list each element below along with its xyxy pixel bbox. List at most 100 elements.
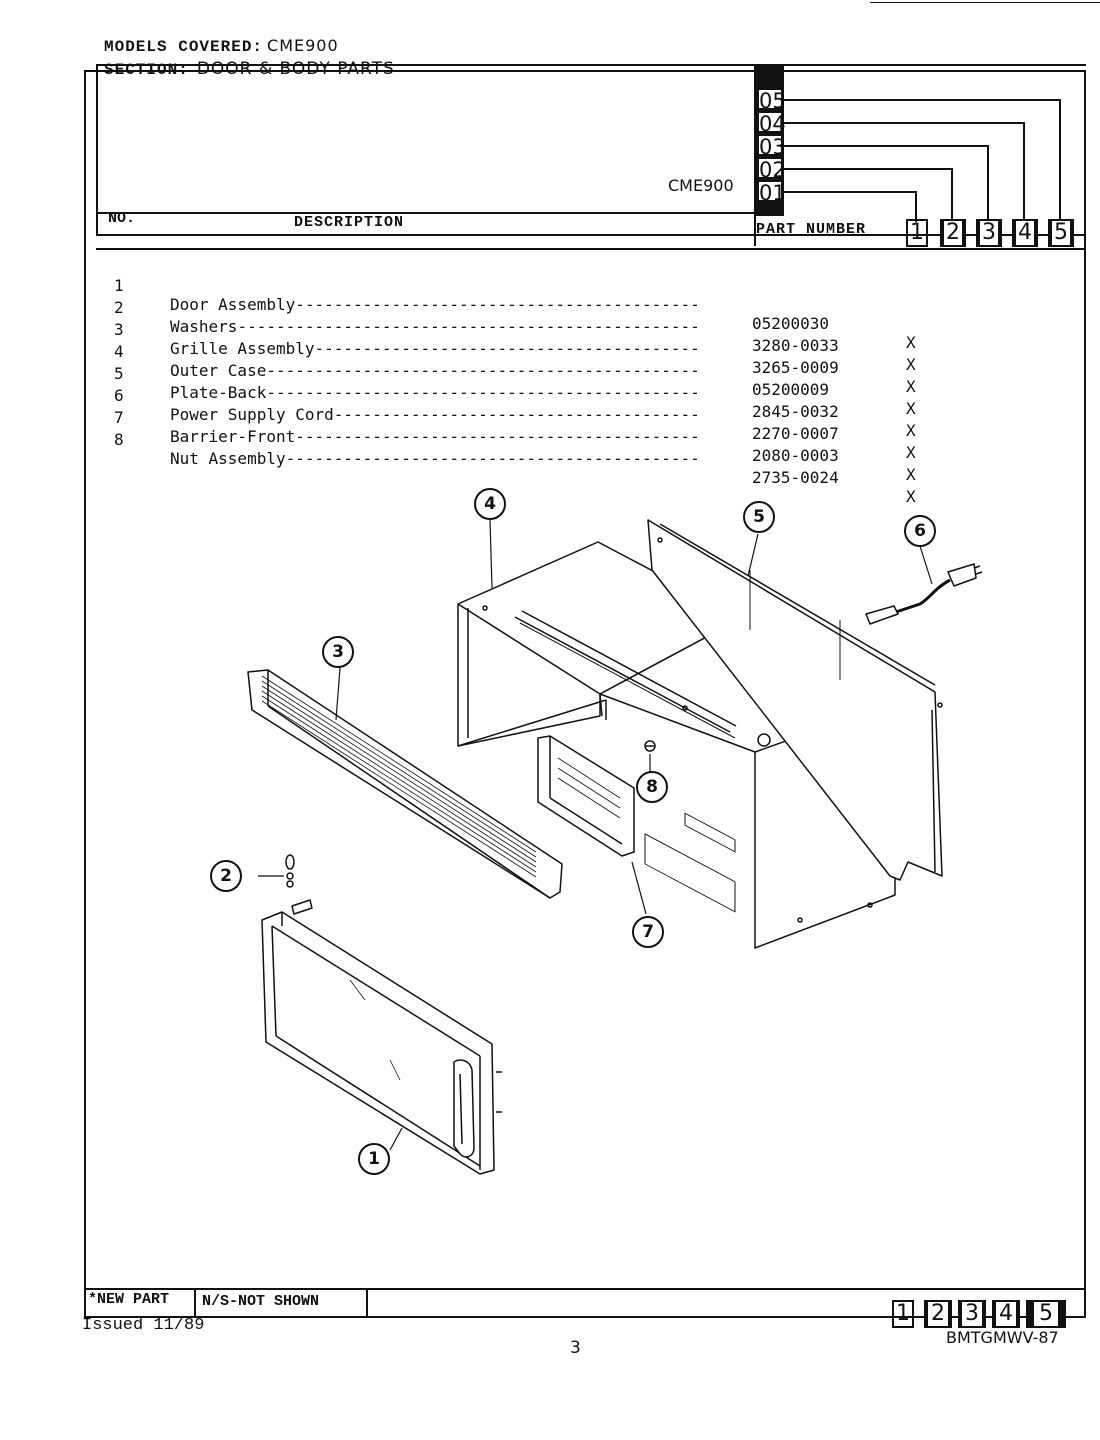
table-row: 1 Door Assembly-------------------------… xyxy=(114,257,916,352)
row-mark: X xyxy=(906,465,916,484)
code-01: 01 xyxy=(757,180,786,205)
row-part-number: 05200030 xyxy=(752,314,830,333)
table-row: 6 Power Supply Cord---------------------… xyxy=(114,367,916,462)
table-row: 3 Grille Assembly-----------------------… xyxy=(114,301,916,396)
footer-column-2: 2 xyxy=(924,1300,952,1328)
row-description-text: Power Supply Cord xyxy=(170,405,334,424)
code-04: 04 xyxy=(757,111,786,136)
row-leader: ----------------------------------------… xyxy=(237,317,700,336)
power-cord-drawing xyxy=(865,563,983,625)
row-description: Plate-Back------------------------------… xyxy=(170,383,700,402)
row-mark: X xyxy=(906,443,916,462)
callout-2: 2 xyxy=(210,860,242,892)
row-description: Outer Case------------------------------… xyxy=(170,361,700,380)
footer-divider-1 xyxy=(194,1288,196,1318)
connector-02 xyxy=(784,168,953,222)
footer-column-5: 5 xyxy=(1026,1300,1066,1328)
row-mark: X xyxy=(906,355,916,374)
code-02: 02 xyxy=(757,157,786,182)
row-mark: X xyxy=(906,399,916,418)
column-4: 4 xyxy=(1012,219,1038,247)
connector-05 xyxy=(784,99,1061,222)
new-part-legend: *NEW PART xyxy=(88,1291,170,1308)
row-leader: ---------------------------------------- xyxy=(314,339,700,358)
row-leader: -------------------------------------- xyxy=(333,405,700,424)
callout-7: 7 xyxy=(632,916,664,948)
models-covered: MODELS COVERED:CME900 xyxy=(104,36,339,56)
models-value: CME900 xyxy=(267,36,339,55)
footer-column-3: 3 xyxy=(958,1300,986,1328)
row-number: 5 xyxy=(114,364,124,383)
row-description-text: Nut Assembly xyxy=(170,449,286,468)
code-05: 05 xyxy=(757,88,786,113)
washers-drawing xyxy=(285,854,295,888)
exploded-parts-diagram xyxy=(247,519,983,1175)
column-2: 2 xyxy=(940,219,966,247)
callout-4: 4 xyxy=(474,488,506,520)
callout-6: 6 xyxy=(904,515,936,547)
row-description-text: Outer Case xyxy=(170,361,267,380)
document-code: BMTGMWV-87 xyxy=(946,1328,1059,1347)
row-leader: ----------------------------------------… xyxy=(295,427,700,446)
column-5: 5 xyxy=(1048,219,1074,247)
header-divider-line xyxy=(96,212,756,214)
code-03: 03 xyxy=(757,134,786,159)
table-header-bottom-line xyxy=(96,248,1086,250)
footer-column-4: 4 xyxy=(992,1300,1020,1328)
column-5-label: 5 xyxy=(1052,220,1070,245)
column-3-label: 3 xyxy=(980,220,998,245)
row-description-text: Washers xyxy=(170,317,238,336)
row-description: Door Assembly---------------------------… xyxy=(170,295,700,314)
row-description-text: Grille Assembly xyxy=(170,339,315,358)
table-header-line xyxy=(96,234,1086,236)
row-description-text: Door Assembly xyxy=(170,295,296,314)
door-drawing xyxy=(261,899,502,1175)
connector-04 xyxy=(784,122,1025,222)
table-row: 4 Outer Case----------------------------… xyxy=(114,323,916,418)
row-part-number: 3280-0033 xyxy=(752,336,839,355)
section-value: DOOR & BODY PARTS xyxy=(196,59,395,79)
footer-column-4-label: 4 xyxy=(996,1302,1016,1326)
footer-divider-2 xyxy=(366,1288,368,1318)
row-part-number: 05200009 xyxy=(752,380,830,399)
row-part-number: 2845-0032 xyxy=(752,402,839,421)
table-row: 8 Nut Assembly--------------------------… xyxy=(114,411,916,506)
row-mark: X xyxy=(906,487,916,506)
row-leader: ----------------------------------------… xyxy=(266,383,700,402)
footer-top-line xyxy=(84,1288,1086,1290)
row-description: Nut Assembly----------------------------… xyxy=(170,449,700,468)
row-number: 2 xyxy=(114,298,124,317)
code-connector-lines xyxy=(784,99,1061,222)
connector-03 xyxy=(784,145,989,222)
barrier-front-drawing xyxy=(537,735,635,857)
row-description: Barrier-Front---------------------------… xyxy=(170,427,700,446)
row-leader: ----------------------------------------… xyxy=(295,295,700,314)
connector-01 xyxy=(784,191,917,222)
models-label: MODELS COVERED: xyxy=(104,38,264,56)
row-mark: X xyxy=(906,377,916,396)
row-description: Grille Assembly-------------------------… xyxy=(170,339,700,358)
row-part-number: 3265-0009 xyxy=(752,358,839,377)
callout-8: 8 xyxy=(636,771,668,803)
grille-drawing xyxy=(247,669,563,899)
row-leader: ----------------------------------------… xyxy=(285,449,700,468)
model-code: CME900 xyxy=(668,176,734,195)
not-shown-legend: N/S-NOT SHOWN xyxy=(202,1293,320,1310)
col-description-header: DESCRIPTION xyxy=(294,214,405,231)
footer-column-2-label: 2 xyxy=(928,1302,948,1326)
issued-date: Issued 11/89 xyxy=(82,1316,205,1335)
row-description-text: Barrier-Front xyxy=(170,427,296,446)
row-description: Washers---------------------------------… xyxy=(170,317,700,336)
nut-drawing xyxy=(644,740,656,752)
header-left-line xyxy=(96,64,98,234)
callout-5: 5 xyxy=(743,501,775,533)
row-part-number: 2080-0003 xyxy=(752,446,839,465)
column-4-label: 4 xyxy=(1016,220,1034,245)
footer-column-1: 1 xyxy=(892,1300,914,1328)
row-number: 8 xyxy=(114,430,124,449)
plate-back-drawing xyxy=(647,519,943,881)
callout-3: 3 xyxy=(322,636,354,668)
col-no-header: NO. xyxy=(108,210,136,227)
footer-column-3-label: 3 xyxy=(962,1302,982,1326)
